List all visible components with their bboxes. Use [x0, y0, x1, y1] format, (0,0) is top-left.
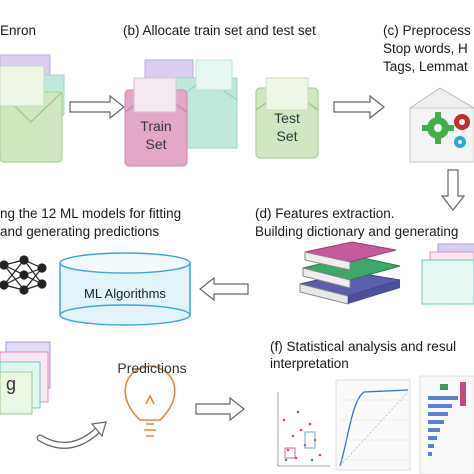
neural-network-icon — [0, 255, 47, 295]
step-d-line2: Building dictionary and generating — [255, 224, 459, 239]
step-f-line1: (f) Statistical analysis and resul — [270, 339, 457, 354]
document-stack-icon — [421, 243, 474, 305]
document-letter: g — [5, 374, 16, 394]
step-e-line1: ng the 12 ML models for fitting — [0, 206, 182, 221]
arrow-icon — [36, 421, 107, 449]
chart-icon — [270, 375, 474, 474]
arrow-icon — [69, 94, 125, 120]
step-a-title: Enron — [0, 23, 37, 38]
step-f-line2: interpretation — [270, 356, 349, 371]
test-label-2: Set — [276, 128, 298, 144]
document-stack-icon — [0, 341, 51, 415]
step-c-line1: (c) Preprocess — [383, 23, 471, 38]
ml-algorithms-label: ML Algorithms — [84, 286, 166, 301]
train-label-2: Set — [145, 136, 167, 152]
arrow-icon — [195, 396, 245, 422]
step-b-title: (b) Allocate train set and test set — [123, 23, 316, 38]
books-icon — [299, 241, 401, 305]
predictions-label: Predictions — [117, 360, 187, 376]
arrow-icon — [440, 169, 466, 211]
arrow-icon — [333, 94, 385, 120]
gear-icon — [409, 87, 474, 163]
lightbulb-icon — [124, 365, 176, 437]
step-d-line1: (d) Features extraction. — [255, 206, 395, 221]
envelope-icon — [124, 59, 238, 167]
envelope-icon — [255, 77, 319, 159]
step-e-line2: and generating predictions — [0, 224, 160, 239]
envelope-icon — [0, 54, 65, 163]
database-icon — [59, 252, 191, 326]
arrow-icon — [199, 276, 249, 302]
test-label-1: Test — [274, 110, 300, 126]
step-c-line3: Tags, Lemmat — [383, 59, 468, 74]
train-label-1: Train — [140, 118, 172, 134]
step-c-line2: Stop words, H — [383, 41, 468, 56]
